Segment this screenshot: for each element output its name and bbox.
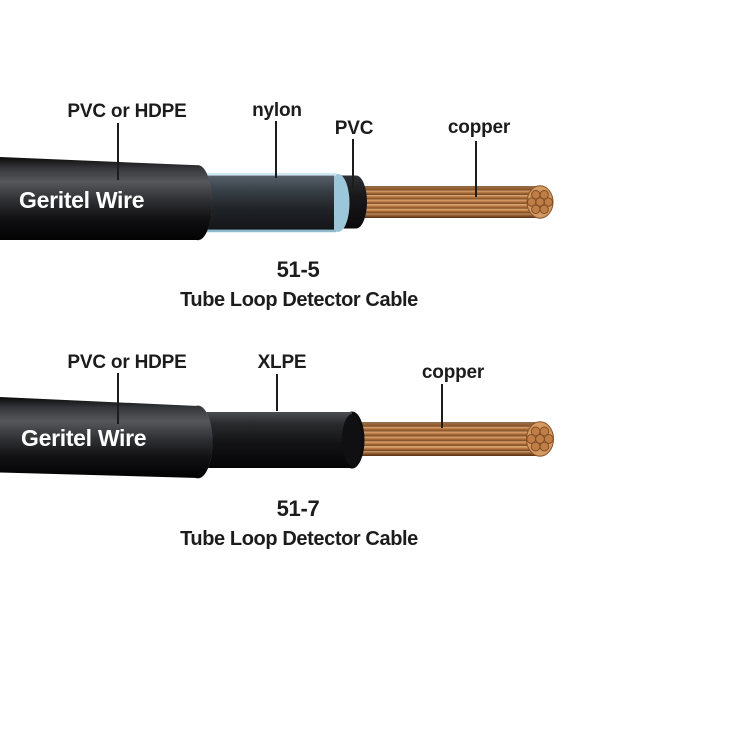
- product-name: Tube Loop Detector Cable: [180, 528, 418, 550]
- outer-jacket: Geritel Wire: [0, 157, 213, 241]
- model-number: 51-7: [277, 496, 320, 521]
- label-xlpe: XLPE: [258, 352, 307, 373]
- cable-diagram-51-7: Geritel Wire PVC or HDPE XLPE copper 51-…: [0, 352, 554, 550]
- brand-text: Geritel Wire: [21, 425, 146, 451]
- xlpe-body: [198, 412, 352, 468]
- copper-conductor: [350, 185, 554, 219]
- leader-lines: [117, 373, 443, 428]
- label-copper: copper: [422, 362, 485, 383]
- jacket-body: [0, 397, 213, 478]
- label-copper: copper: [448, 117, 511, 138]
- nylon-bottom-edge: [198, 229, 336, 233]
- nylon-layer: [198, 173, 350, 233]
- copper-conductor: [346, 421, 554, 457]
- label-jacket: PVC or HDPE: [67, 352, 186, 373]
- nylon-body: [198, 174, 334, 232]
- xlpe-layer: [198, 411, 365, 469]
- outer-jacket: Geritel Wire: [0, 397, 213, 479]
- cable-diagram-51-5: Geritel Wire PVC or HDPE nylon PVC coppe…: [0, 100, 554, 311]
- xlpe-end-inner: [342, 414, 362, 466]
- label-pvc: PVC: [335, 118, 374, 139]
- brand-text: Geritel Wire: [19, 187, 144, 213]
- product-name: Tube Loop Detector Cable: [180, 289, 418, 311]
- copper-shading: [350, 186, 540, 218]
- nylon-top-edge: [198, 173, 336, 176]
- label-nylon: nylon: [252, 100, 302, 121]
- label-jacket: PVC or HDPE: [67, 101, 186, 122]
- copper-strand-ends: [526, 190, 554, 214]
- leader-lines: [117, 121, 477, 197]
- copper-strand-ends: [526, 426, 554, 452]
- model-number: 51-5: [277, 257, 320, 282]
- jacket-body: [0, 157, 213, 240]
